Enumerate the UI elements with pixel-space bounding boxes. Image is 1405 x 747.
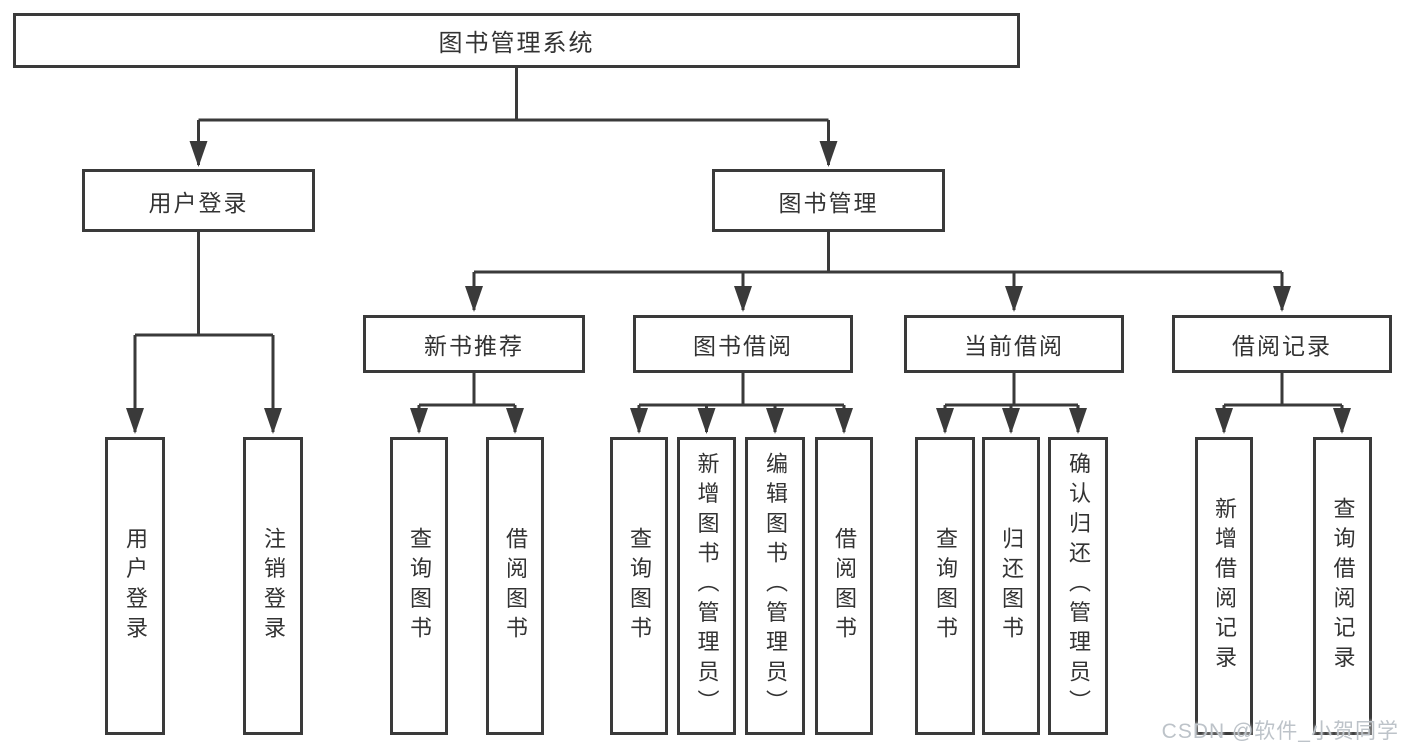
leaf-query-books-borrowing: 查询图书 (610, 437, 668, 735)
leaf-add-books-admin: 新增图书（管理员） (677, 437, 736, 735)
leaf-query-borrow-record: 查询借阅记录 (1313, 437, 1372, 735)
node-label: 图书管理系统 (438, 30, 595, 57)
leaf-edit-books-admin: 编辑图书（管理员） (745, 437, 805, 735)
node-label: 新增借阅记录 (1212, 496, 1237, 676)
node-borrowing-records: 借阅记录 (1172, 315, 1392, 373)
connector-segment (639, 373, 844, 407)
node-label: 新书推荐 (424, 333, 524, 359)
node-current-borrowing: 当前借阅 (904, 315, 1124, 373)
node-label: 注销登录 (261, 526, 286, 646)
node-label: 借阅图书 (832, 526, 857, 646)
node-label: 编辑图书（管理员） (763, 452, 788, 720)
connector-segment (945, 373, 1078, 407)
node-book-management: 图书管理 (712, 169, 945, 232)
node-book-borrowing: 图书借阅 (633, 315, 853, 373)
node-label: 查询借阅记录 (1330, 496, 1356, 676)
node-user-login: 用户登录 (82, 169, 315, 232)
leaf-logout: 注销登录 (243, 437, 303, 735)
leaf-confirm-return-admin: 确认归还（管理员） (1048, 437, 1108, 735)
connector-segment (198, 68, 829, 122)
leaf-return-books: 归还图书 (982, 437, 1040, 735)
leaf-query-books-recommend: 查询图书 (390, 437, 448, 735)
node-label: 查询图书 (627, 526, 652, 646)
node-label: 查询图书 (407, 526, 432, 646)
node-new-book-recommendation: 新书推荐 (363, 315, 585, 373)
node-label: 用户登录 (123, 526, 148, 646)
node-label: 确认归还（管理员） (1066, 452, 1091, 720)
node-label: 图书管理 (778, 189, 879, 216)
connector-segment (1224, 373, 1342, 407)
node-label: 查询图书 (933, 526, 958, 646)
leaf-borrow-books-borrowing: 借阅图书 (815, 437, 873, 735)
csdn-watermark: CSDN @软件_小贺同学 (1161, 720, 1399, 743)
leaf-add-borrow-record: 新增借阅记录 (1195, 437, 1253, 735)
leaf-query-books-current: 查询图书 (915, 437, 975, 735)
node-label: 借阅图书 (503, 526, 528, 646)
connector-segment (474, 232, 1282, 274)
connector-segment (419, 373, 515, 407)
node-label: 借阅记录 (1232, 333, 1332, 359)
node-label: 新增图书（管理员） (694, 452, 720, 720)
leaf-borrow-books-recommend: 借阅图书 (486, 437, 544, 735)
node-label: 图书借阅 (693, 333, 793, 359)
leaf-user-login: 用户登录 (105, 437, 165, 735)
node-root: 图书管理系统 (13, 13, 1020, 68)
connector-segment (135, 232, 273, 337)
node-label: 当前借阅 (964, 333, 1064, 359)
node-label: 用户登录 (148, 189, 249, 216)
node-label: 归还图书 (999, 526, 1024, 646)
